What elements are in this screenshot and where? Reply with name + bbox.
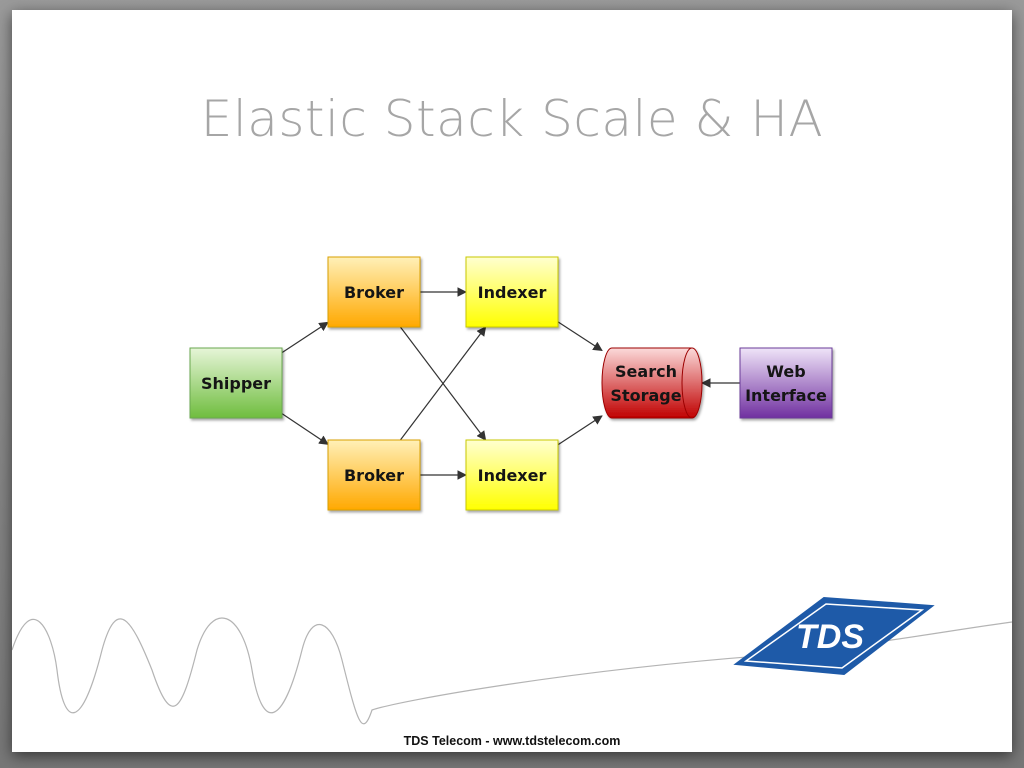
node-web-interface xyxy=(739,347,833,419)
slide: Elastic Stack Scale & HA xyxy=(12,10,1012,752)
edge-broker-bottom-to-indexer-top xyxy=(399,326,487,441)
node-search-storage-cylinder-rim xyxy=(681,347,693,419)
node-shipper-box xyxy=(189,347,283,419)
node-indexer-bottom-label-1: Indexer xyxy=(478,466,547,485)
architecture-diagram: ShipperBrokerBrokerIndexerIndexerSearchS… xyxy=(12,256,1012,725)
slide-title: Elastic Stack Scale & HA xyxy=(200,90,824,148)
node-shipper-label-1: Shipper xyxy=(201,374,271,393)
node-shipper xyxy=(189,347,283,419)
node-web-interface-box xyxy=(739,347,833,419)
diagram-nodes: ShipperBrokerBrokerIndexerIndexerSearchS… xyxy=(189,256,833,511)
decorative-swirl-line xyxy=(12,617,1012,725)
node-search-storage-cylinder xyxy=(601,347,703,419)
node-broker-top-label-1: Broker xyxy=(344,283,404,302)
slide-footer: TDS Telecom - www.tdstelecom.com xyxy=(403,734,621,748)
node-indexer-top xyxy=(465,256,559,328)
node-indexer-top-label-1: Indexer xyxy=(478,283,547,302)
tds-logo-text: TDS xyxy=(796,618,864,656)
node-search-storage xyxy=(601,347,703,419)
tds-logo-diamond xyxy=(733,596,935,676)
node-web-interface-label-2: Interface xyxy=(745,386,827,405)
diagram-edges xyxy=(281,287,740,480)
edge-indexer-bottom-to-search-storage xyxy=(557,415,603,446)
tds-logo: TDS ® xyxy=(733,596,935,676)
edge-shipper-to-broker-bottom xyxy=(281,413,329,445)
node-broker-bottom xyxy=(327,439,421,511)
node-indexer-top-box xyxy=(465,256,559,328)
node-broker-top xyxy=(327,256,421,328)
node-broker-top-box xyxy=(327,256,421,328)
tds-logo-registered-mark: ® xyxy=(882,652,889,662)
edge-indexer-top-to-search-storage xyxy=(557,321,603,352)
edge-shipper-to-broker-top xyxy=(281,321,329,354)
tds-logo-inner-outline xyxy=(743,603,925,669)
node-web-interface-label-1: Web xyxy=(766,362,805,381)
node-indexer-bottom-box xyxy=(465,439,559,511)
node-search-storage-label-1: Search xyxy=(615,362,677,381)
node-search-storage-label-2: Storage xyxy=(610,386,681,405)
node-broker-bottom-label-1: Broker xyxy=(344,466,404,485)
node-broker-bottom-box xyxy=(327,439,421,511)
node-indexer-bottom xyxy=(465,439,559,511)
